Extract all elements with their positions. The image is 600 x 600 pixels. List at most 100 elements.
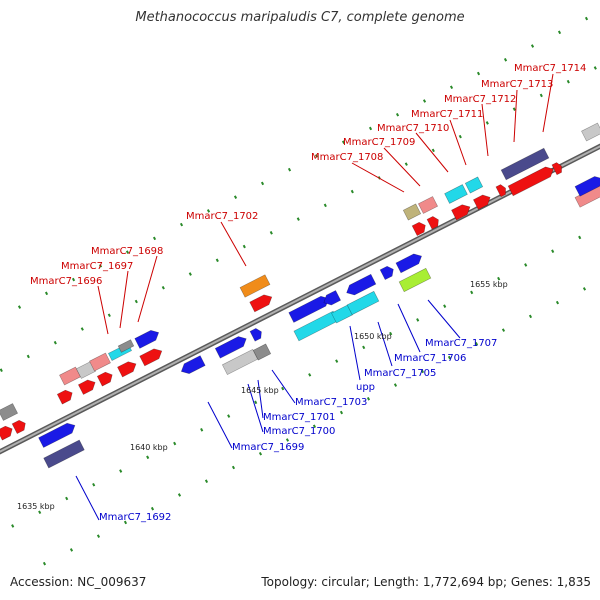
tick-mark [458, 134, 462, 139]
gene-features [0, 122, 600, 469]
leader-line [247, 383, 264, 433]
tick-mark [566, 79, 570, 84]
gene-feature-shape [139, 348, 163, 367]
gene-feature-shape [495, 184, 506, 198]
leader-line [97, 285, 109, 335]
gene-feature-shape [323, 290, 342, 306]
leader-line [220, 221, 247, 267]
tick-mark [17, 305, 22, 309]
tick-mark [443, 304, 447, 308]
gene-feature-shape [89, 352, 111, 372]
gene-feature-shape [574, 176, 600, 197]
gene-feature [398, 267, 432, 293]
tick-mark [582, 287, 587, 291]
gene-feature [0, 403, 19, 421]
gene-feature-shape [444, 184, 468, 204]
tick-mark [555, 300, 560, 305]
gene-feature [507, 166, 554, 197]
tick-mark [497, 276, 501, 281]
gene-feature [411, 221, 426, 237]
gene-feature [77, 379, 96, 395]
leader-line [349, 325, 361, 381]
tick-mark [161, 285, 165, 290]
gene-label: MmarC7_1709 [343, 137, 415, 148]
tick-mark [125, 250, 130, 254]
tick-mark [362, 345, 366, 350]
tick-mark [107, 313, 111, 318]
tick-mark [152, 236, 157, 241]
leader-line [119, 270, 129, 329]
gene-label: MmarC7_1692 [99, 512, 171, 523]
tick-mark [215, 258, 219, 263]
tick-mark [71, 277, 76, 282]
gene-feature [252, 343, 272, 361]
tick-mark [503, 57, 508, 62]
gene-feature [574, 176, 600, 197]
tick-mark [200, 428, 204, 432]
tick-mark [524, 263, 528, 267]
tick-mark [416, 318, 420, 322]
tick-mark [578, 235, 582, 240]
gene-label: MmarC7_1705 [364, 368, 436, 379]
tick-mark [476, 71, 481, 76]
gene-feature-shape [331, 304, 353, 324]
leader-line [427, 299, 461, 339]
tick-mark [470, 290, 474, 295]
tick-mark [98, 264, 103, 268]
tick-mark [395, 112, 400, 117]
gene-feature-shape [77, 379, 96, 395]
leader-line [397, 303, 421, 353]
gene-feature [451, 204, 471, 221]
tick-mark [287, 167, 292, 172]
gene-feature-shape [249, 294, 273, 313]
tick-mark [281, 386, 285, 391]
tick-mark [474, 342, 479, 346]
tick-mark [269, 231, 273, 235]
gene-feature [180, 355, 206, 374]
gene-feature [346, 290, 380, 316]
tick-mark [485, 121, 489, 125]
gene-feature-shape [346, 273, 377, 296]
scale-label: 1655 kbp [470, 280, 508, 289]
tick-mark [177, 493, 182, 497]
tick-mark [53, 340, 57, 345]
gene-feature [221, 348, 259, 376]
tick-mark [308, 373, 312, 377]
gene-feature [417, 196, 439, 214]
tick-marks [0, 16, 597, 566]
gene-feature [0, 425, 13, 441]
gene-feature-shape [402, 203, 422, 221]
tick-mark [119, 469, 123, 473]
gene-feature-shape [395, 253, 422, 274]
tick-mark [593, 66, 597, 70]
tick-mark [323, 203, 327, 208]
gene-feature [331, 304, 353, 324]
leader-line [415, 132, 449, 173]
tick-mark [11, 524, 15, 528]
gene-label: MmarC7_1713 [481, 79, 553, 90]
tick-mark [296, 217, 300, 221]
gene-feature-shape [11, 419, 26, 435]
gene-feature-shape [75, 361, 97, 379]
gene-label: MmarC7_1707 [425, 338, 497, 349]
gene-label: MmarC7_1701 [263, 412, 335, 423]
tick-mark [231, 465, 236, 470]
leader-line [271, 369, 296, 404]
gene-label: MmarC7_1712 [444, 94, 516, 105]
gene-feature [139, 348, 163, 367]
label-leaders [75, 73, 554, 521]
gene-feature-shape [411, 221, 426, 237]
gene-feature-shape [346, 290, 380, 316]
gene-feature [395, 253, 422, 274]
map-title: Methanococcus maripaludis C7, complete g… [135, 10, 465, 25]
gene-feature-shape [507, 166, 554, 197]
gene-label: MmarC7_1698 [91, 246, 163, 257]
gene-feature-shape [96, 371, 113, 387]
gene-feature-shape [252, 343, 272, 361]
gene-feature [379, 265, 394, 281]
gene-label: MmarC7_1699 [232, 442, 304, 453]
gene-label: MmarC7_1711 [411, 109, 483, 120]
tick-mark [258, 451, 263, 456]
gene-feature [117, 361, 137, 378]
gene-feature [444, 184, 468, 204]
